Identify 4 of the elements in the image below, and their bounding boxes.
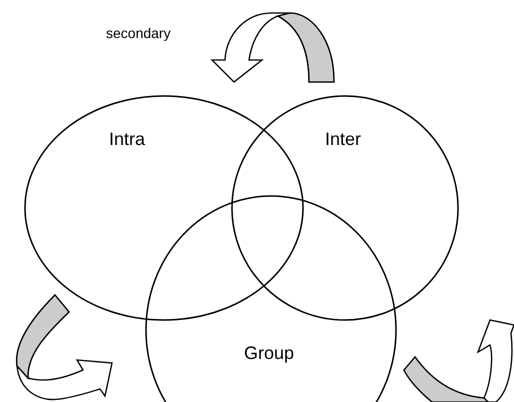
circle-label: Intra bbox=[109, 129, 146, 150]
text-label: secondary bbox=[106, 25, 171, 41]
circle-label: Group bbox=[244, 343, 294, 364]
circle-label: Inter bbox=[325, 129, 362, 150]
